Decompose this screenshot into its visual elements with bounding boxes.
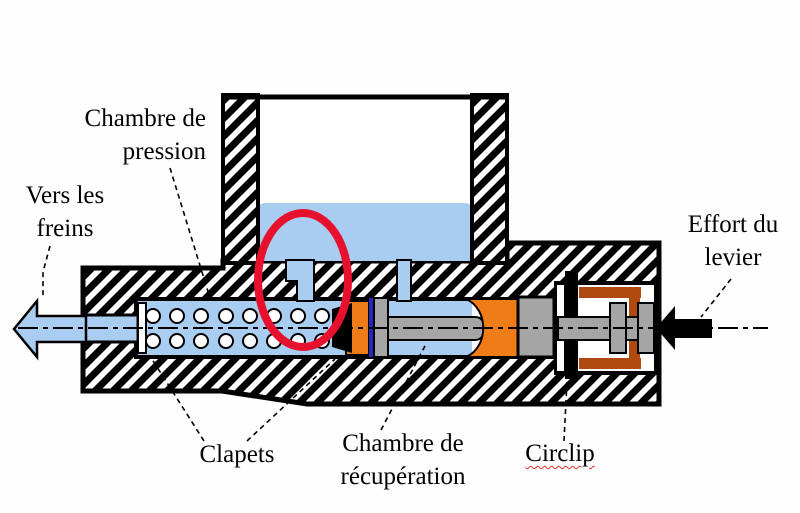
leader-effort-levier [700,278,732,318]
retaining-clip [579,287,641,369]
label-chambre-de-pression: Chambre de pression [84,105,206,165]
label-clapets: Clapets [199,441,275,468]
feed-port [396,259,412,302]
label-chambre-de-recuperation: Chambre de récupération [340,430,466,490]
leader-clapets-2 [246,358,336,442]
label-effort-du-levier: Effort du levier [687,211,779,271]
return-spring [145,308,330,349]
leader-chambre-pression [169,167,211,299]
leader-circlip [563,380,568,442]
reservoir-right-wall [470,93,509,265]
label-circlip: Circlip [525,440,595,467]
leader-chambre-recup [380,343,427,431]
highlight-ellipse [254,209,352,351]
output-flow-arrow [12,297,88,361]
leader-clapets-1 [149,355,205,442]
compensation-port [285,259,315,302]
reservoir-left-wall [221,93,260,265]
piston-stem [387,316,486,341]
label-vers-les-freins: Vers les freins [25,182,105,242]
leader-vers-freins [42,245,51,299]
